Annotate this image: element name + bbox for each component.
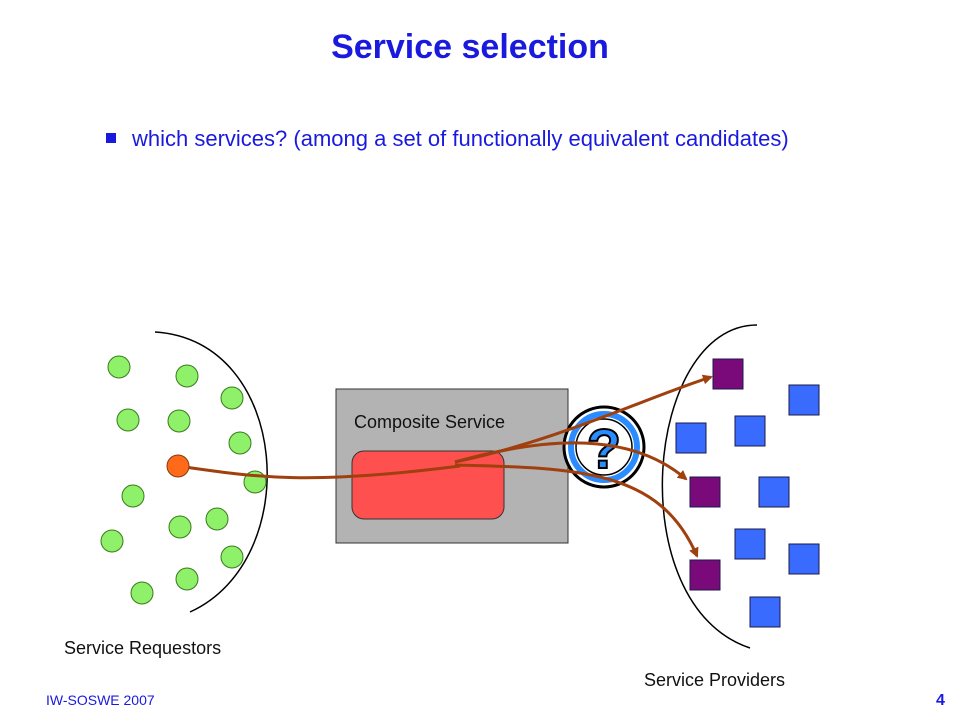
requestor-node: [168, 515, 192, 539]
requestor-node: [220, 386, 244, 410]
provider-node: [788, 384, 820, 416]
requestor-node: [107, 355, 131, 379]
requestor-node: [121, 484, 145, 508]
inner-service-box: [351, 450, 505, 520]
bullet-item: which services? (among a set of function…: [106, 124, 826, 154]
provider-node: [788, 543, 820, 575]
square-bullet-icon: [106, 133, 116, 143]
requestor-node: [220, 545, 244, 569]
service-providers-label: Service Providers: [644, 670, 786, 690]
composite-service-label: Composite Service: [354, 412, 506, 432]
requestors-boundary: [154, 331, 268, 613]
footer-conference: IW-SOSWE 2007: [46, 692, 155, 708]
providers-boundary: [661, 324, 758, 649]
requestor-node: [116, 408, 140, 432]
selected-provider: [689, 559, 721, 591]
selection-arrow: [454, 463, 699, 558]
provider-node: [734, 415, 766, 447]
question-mark-icon: ?: [562, 405, 646, 489]
provider-node: [749, 596, 781, 628]
selected-provider: [689, 476, 721, 508]
active-requestor-node: [166, 454, 190, 478]
provider-node: [734, 528, 766, 560]
question-mark-glyph: ?: [587, 417, 621, 480]
requestor-node: [175, 364, 199, 388]
selection-arrow: [454, 441, 688, 481]
requestor-node: [130, 581, 154, 605]
requestor-node: [228, 431, 252, 455]
provider-node: [675, 422, 707, 454]
bullet-text: which services? (among a set of function…: [132, 126, 789, 151]
slide-title: Service selection: [331, 28, 609, 66]
page-number: 4: [936, 692, 945, 709]
requestor-node: [175, 567, 199, 591]
requestor-node: [167, 409, 191, 433]
requestor-node: [100, 529, 124, 553]
requestor-node: [205, 507, 229, 531]
request-arrow: [177, 464, 461, 480]
provider-node: [758, 476, 790, 508]
selected-provider: [712, 358, 744, 390]
service-requestors-label: Service Requestors: [64, 638, 222, 658]
service-requestors: [100, 355, 267, 605]
service-providers: [675, 358, 820, 628]
